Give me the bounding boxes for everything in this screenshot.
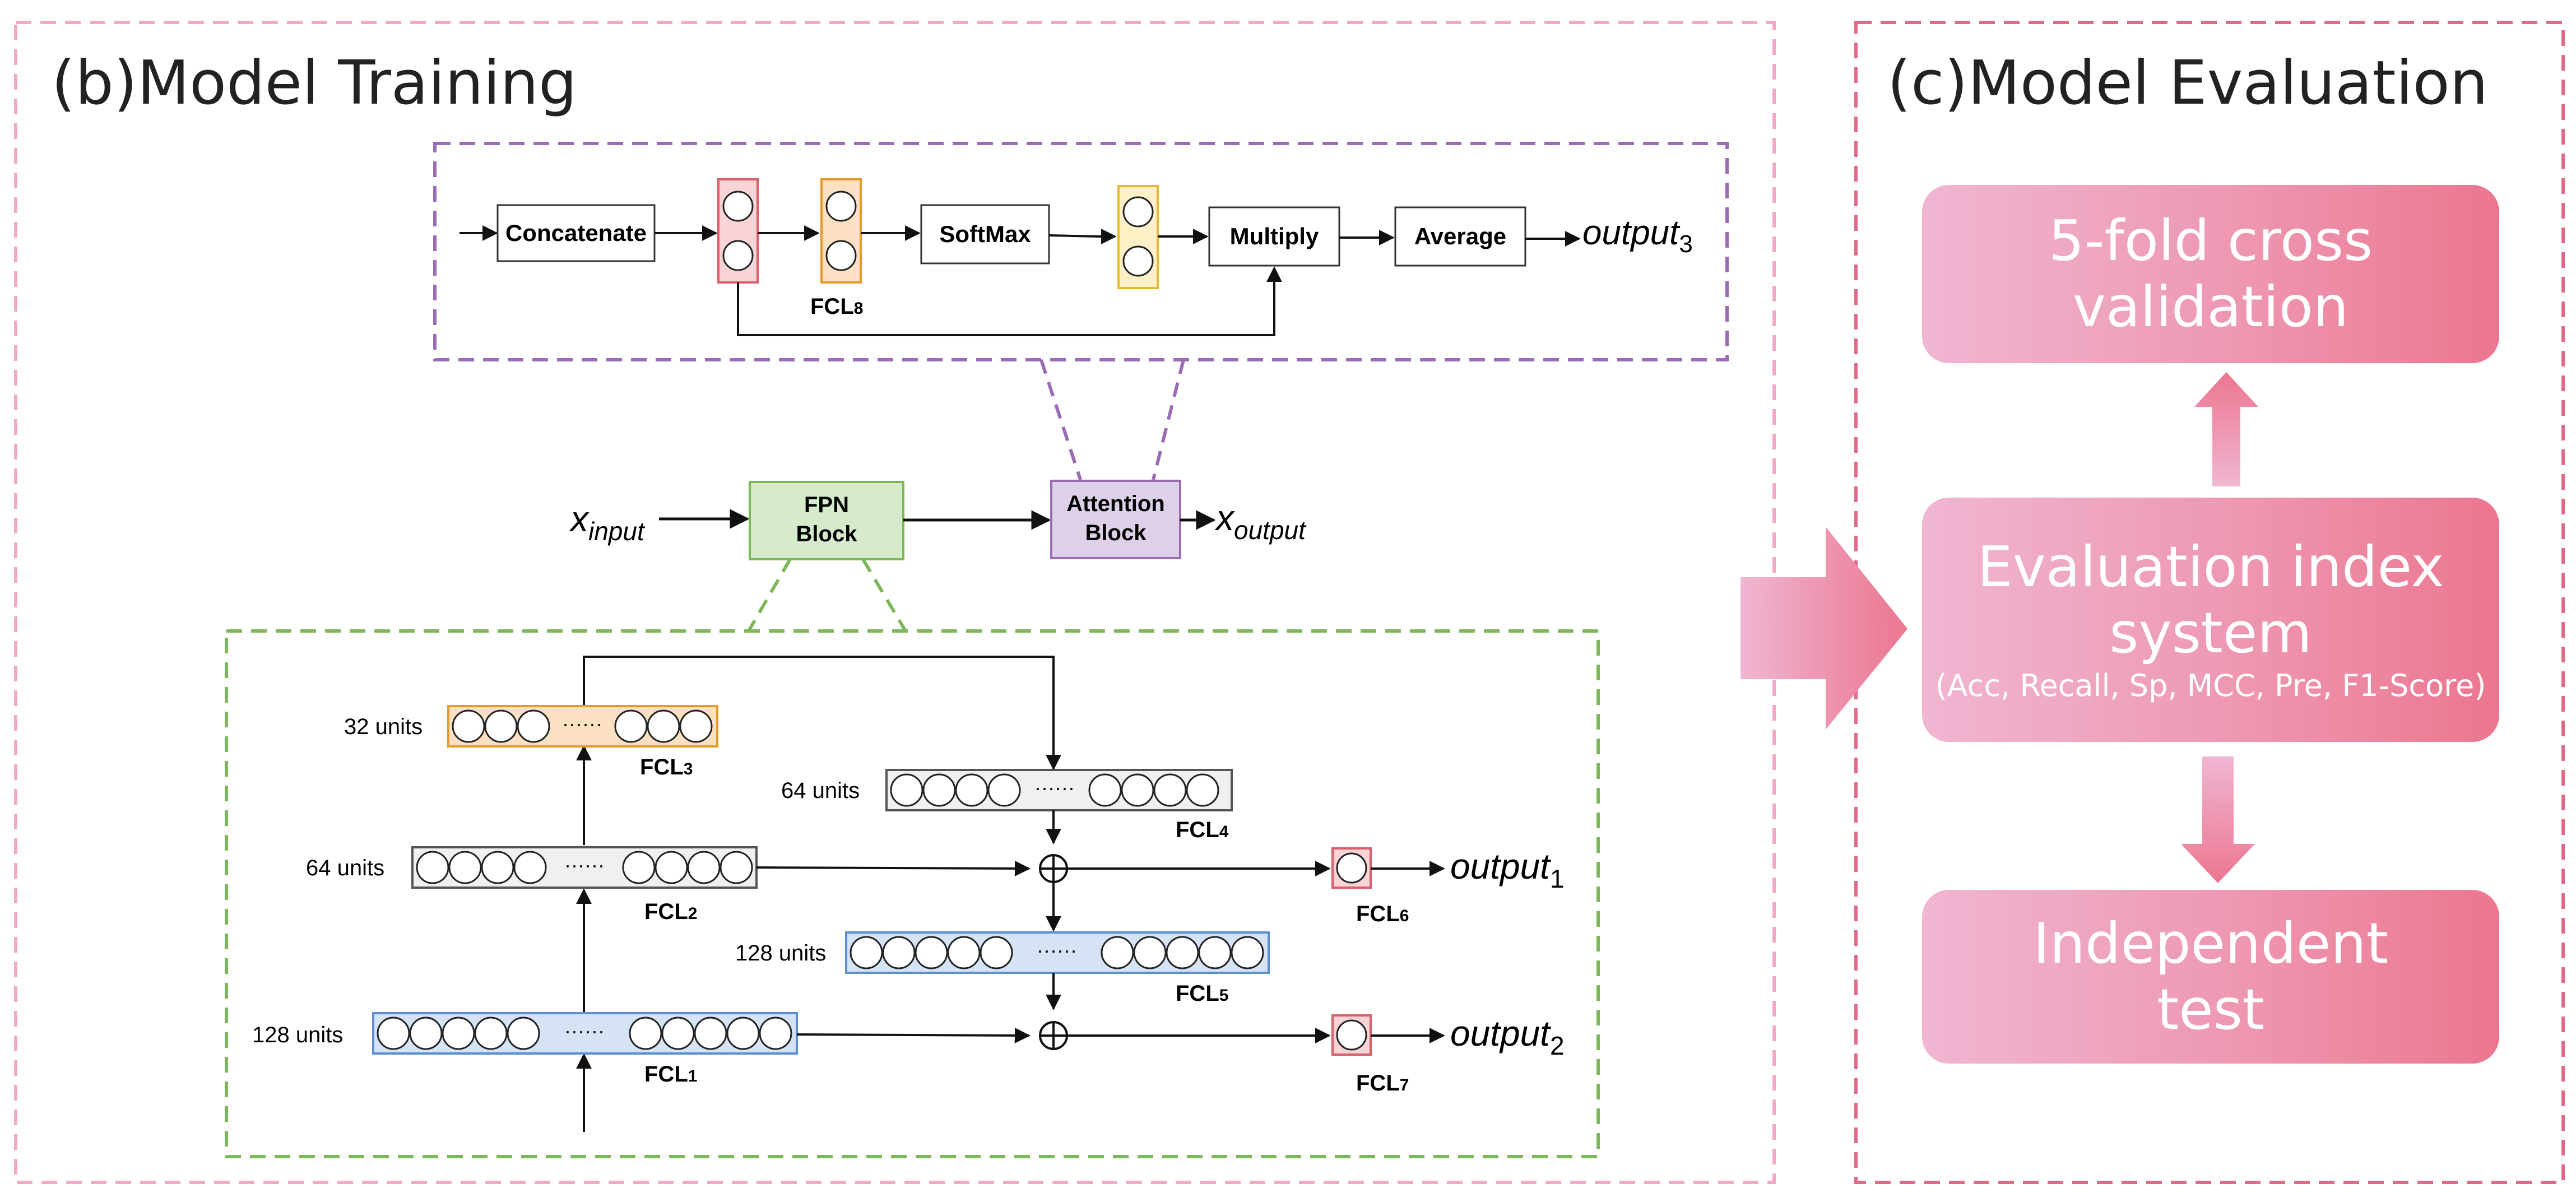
neuron: [722, 191, 754, 222]
neuron: [1336, 852, 1367, 884]
fcl6-label: FCL6: [1356, 902, 1409, 926]
neuron: [1122, 196, 1154, 228]
output1-label: output1: [1450, 846, 1565, 893]
training-panel-title: (b)Model Training: [52, 48, 577, 118]
fcl2-units-label: 64 units: [306, 856, 384, 880]
attention-block-label-2: Block: [1085, 521, 1147, 545]
cross-validation-box: 5-fold cross validation: [1922, 185, 2499, 363]
evaluation-index-line-1: Evaluation index: [1977, 534, 2444, 600]
multiply-box: [1208, 206, 1340, 267]
fcl1-label: FCL1: [644, 1062, 697, 1087]
independent-test-box: Independent test: [1922, 890, 2499, 1064]
independent-test-line-1: Independent: [2033, 911, 2388, 976]
fcl3-neurons: [452, 709, 713, 743]
fcl4-dots: ······: [1034, 776, 1075, 799]
fcl7-label: FCL7: [1356, 1071, 1409, 1096]
average-box: [1394, 206, 1526, 267]
softmax-box: [920, 204, 1050, 264]
evaluation-panel-border: [1854, 21, 2565, 1184]
neuron: [825, 191, 857, 222]
evaluation-index-line-2: system: [2109, 600, 2312, 666]
fcl2-label: FCL2: [644, 899, 697, 924]
fcl5-neurons: [850, 936, 1264, 969]
neuron: [825, 240, 857, 271]
fcl1-units-label: 128 units: [252, 1023, 343, 1047]
fcl5-label: FCL5: [1176, 981, 1228, 1006]
attention-detail-border: [433, 142, 1729, 361]
fcl2-dots: ······: [564, 853, 605, 876]
training-panel-border: [14, 21, 1776, 1184]
evaluation-index-box: Evaluation index system (Acc, Recall, Sp…: [1922, 498, 2499, 742]
fcl3-dots: ······: [562, 712, 602, 735]
attention-block: [1050, 480, 1181, 559]
fpn-block-label-2: Block: [796, 522, 858, 546]
down-arrow: [2181, 757, 2255, 883]
fcl1-neurons: [377, 1017, 792, 1050]
fcl5-dots: ······: [1037, 939, 1077, 962]
average-label: Average: [1414, 223, 1506, 249]
multiply-label: Multiply: [1230, 223, 1319, 249]
big-right-arrow: [1740, 527, 1907, 730]
fcl4-units-label: 64 units: [781, 778, 860, 803]
softmax-label: SoftMax: [939, 221, 1031, 247]
concatenate-box: [496, 204, 656, 262]
fcl1-dots: ······: [564, 1019, 605, 1042]
fcl4-label: FCL4: [1176, 818, 1229, 842]
up-arrow: [2194, 372, 2258, 486]
fcl3-units-label: 32 units: [344, 714, 423, 739]
cross-validation-line-1: 5-fold cross: [2048, 208, 2373, 273]
neuron: [1336, 1019, 1367, 1051]
x-input-label: xinput: [569, 499, 646, 546]
independent-test-line-2: test: [2156, 977, 2265, 1042]
fcl3-label: FCL3: [640, 755, 693, 779]
fcl8-label: FCL8: [810, 294, 863, 319]
evaluation-index-metrics: (Acc, Recall, Sp, MCC, Pre, F1-Score): [1935, 668, 2486, 703]
fcl5-units-label: 128 units: [735, 941, 826, 966]
fpn-block-label-1: FPN: [804, 493, 849, 517]
x-output-label: xoutput: [1214, 498, 1307, 545]
fpn-detail-border: [225, 629, 1600, 1158]
output3-label: output3: [1582, 214, 1693, 258]
fcl2-neurons: [416, 851, 753, 884]
output2-label: output2: [1450, 1013, 1565, 1060]
fcl4-neurons: [890, 773, 1219, 807]
cross-validation-line-2: validation: [2072, 274, 2349, 340]
attention-block-label-1: Attention: [1066, 491, 1165, 516]
evaluation-panel-title: (c)Model Evaluation: [1887, 48, 2489, 118]
concatenate-label: Concatenate: [505, 220, 647, 246]
neuron: [1122, 245, 1154, 277]
neuron: [722, 240, 754, 271]
